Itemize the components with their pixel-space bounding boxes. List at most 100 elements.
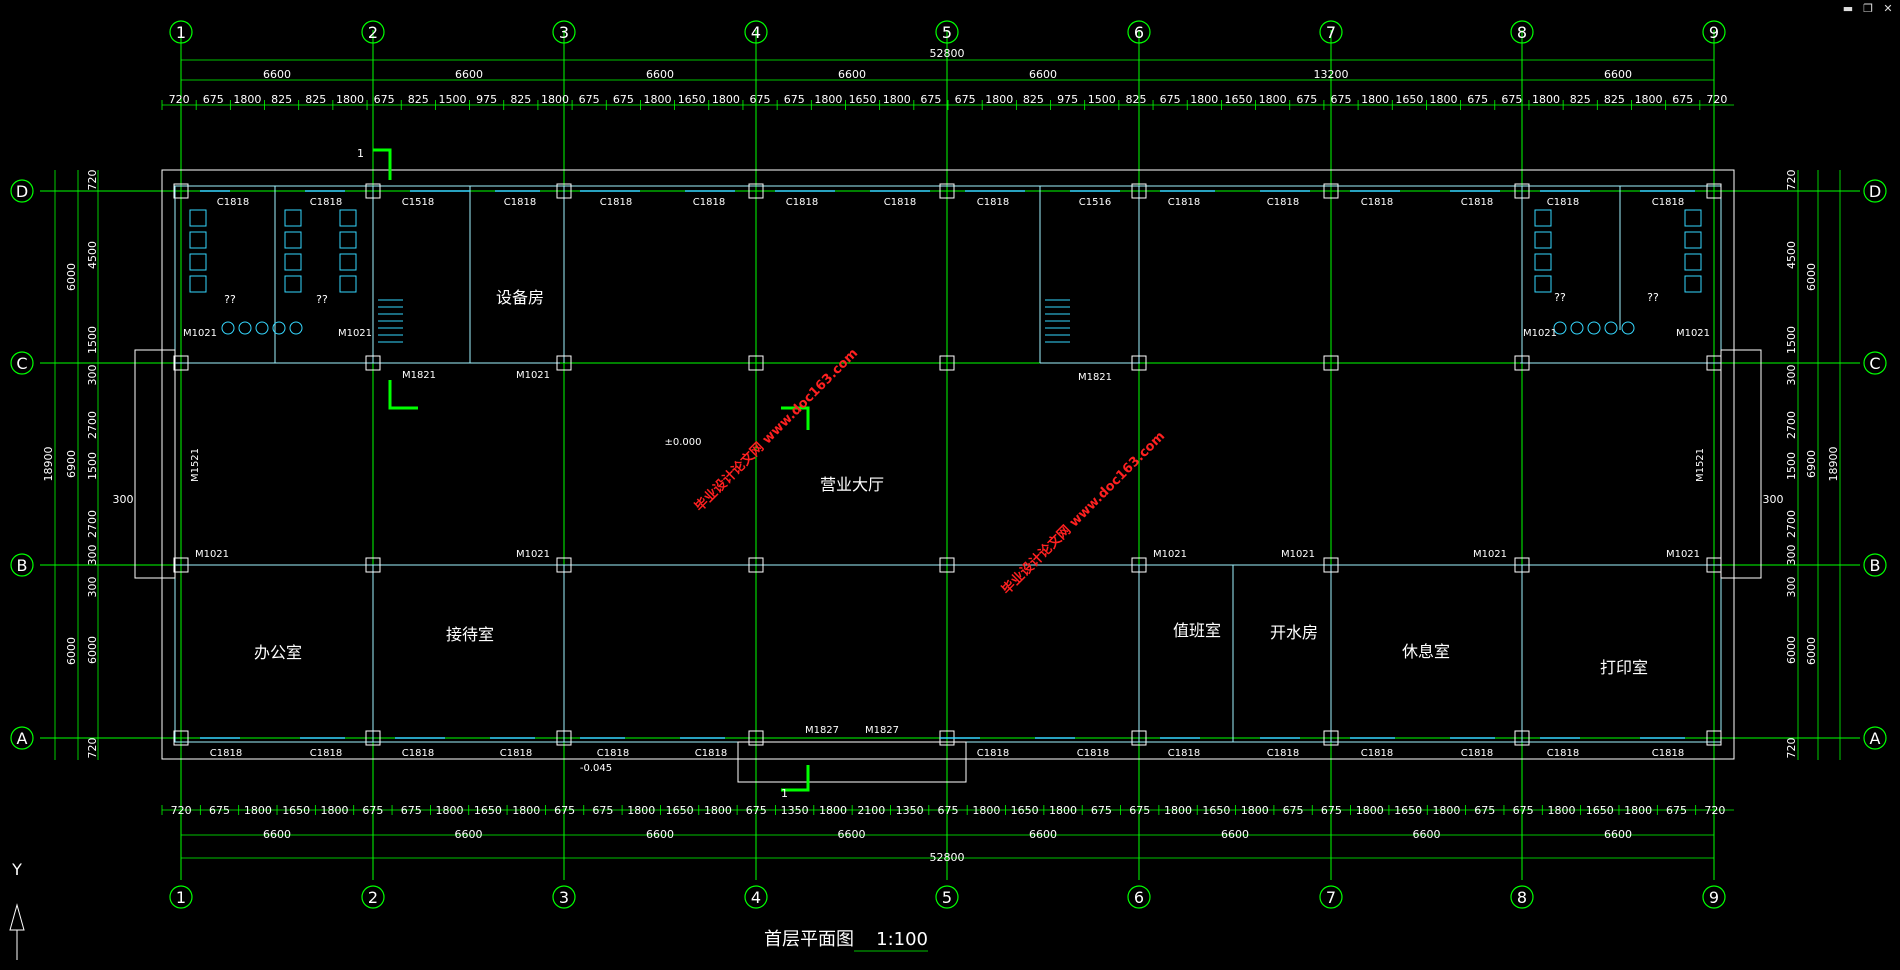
dim-bottom-detail: 1800	[436, 804, 464, 817]
dim-bottom-detail: 1350	[781, 804, 809, 817]
column	[1131, 355, 1147, 371]
room-duty: 值班室	[1173, 621, 1221, 640]
axis-label: 7	[1326, 888, 1336, 907]
axis-label: 8	[1517, 23, 1527, 42]
room-toilet: ??	[316, 293, 328, 306]
dim-bottom-detail: 675	[746, 804, 767, 817]
axis-bubble	[1702, 885, 1726, 909]
column	[1131, 557, 1147, 573]
axis-bubble	[1510, 885, 1534, 909]
dim-top-detail: 675	[1160, 93, 1181, 106]
axis-bubble	[552, 885, 576, 909]
window-label: C1818	[977, 748, 1009, 759]
door-label: M1521	[190, 448, 201, 482]
dim-top-detail: 825	[1570, 93, 1591, 106]
axis-label: 9	[1709, 888, 1719, 907]
axis-label: D	[16, 182, 28, 201]
sink	[1570, 321, 1584, 335]
dim-top-detail: 825	[1125, 93, 1146, 106]
outer-wall-outline	[161, 169, 1735, 760]
door-label: M1021	[338, 328, 372, 339]
dim-top-detail: 675	[1296, 93, 1317, 106]
dim-right-outer: 6900	[1805, 450, 1818, 478]
dim-top-detail: 1500	[1088, 93, 1116, 106]
window-label: C1818	[597, 748, 629, 759]
dim-bottom-detail: 1800	[1164, 804, 1192, 817]
dim-top-detail: 1500	[438, 93, 466, 106]
room-office: 办公室	[254, 643, 302, 662]
axis-bubble	[361, 885, 385, 909]
column	[1514, 730, 1530, 746]
axis-label: 1	[176, 888, 186, 907]
window-label: C1818	[977, 197, 1009, 208]
dim-bottom-detail: 675	[1513, 804, 1534, 817]
dim-bottom-detail: 1800	[627, 804, 655, 817]
door-label: M1021	[516, 549, 550, 560]
column	[939, 355, 955, 371]
door-label: M1821	[1078, 372, 1112, 383]
dim-bottom-bay: 6600	[1604, 828, 1632, 841]
door-label: M1021	[195, 549, 229, 560]
column	[1323, 355, 1339, 371]
door-label: M1521	[1695, 448, 1706, 482]
dim-top-detail: 720	[1706, 93, 1727, 106]
west-vestibule	[134, 349, 176, 579]
minimize-icon[interactable]: ▬	[1842, 1, 1854, 15]
dim-bottom-bay: 6600	[263, 828, 291, 841]
column	[556, 730, 572, 746]
axis-label: 5	[942, 888, 952, 907]
close-icon[interactable]: ✕	[1883, 1, 1893, 15]
toilet-stall	[339, 275, 357, 293]
window-label: C1818	[500, 748, 532, 759]
dim-right-outer: 6000	[1805, 637, 1818, 665]
toilet-stall	[1684, 253, 1702, 271]
dim-top-detail: 825	[1604, 93, 1625, 106]
axis-label: 2	[368, 23, 378, 42]
dim-top-detail: 1800	[1259, 93, 1287, 106]
dim-top-detail: 825	[1023, 93, 1044, 106]
window-label: C1818	[695, 748, 727, 759]
room-reception: 接待室	[446, 625, 494, 644]
dim-right-inner: 2700	[1785, 411, 1798, 439]
axis-bubble	[935, 20, 959, 44]
dim-top-detail: 1650	[1224, 93, 1252, 106]
column	[1323, 557, 1339, 573]
dim-top-detail: 675	[1467, 93, 1488, 106]
column	[1131, 183, 1147, 199]
dim-left-total: 18900	[42, 447, 55, 482]
dim-top-bay: 6600	[646, 68, 674, 81]
dim-top-detail: 1650	[1395, 93, 1423, 106]
dim-bottom-detail: 675	[592, 804, 613, 817]
axis-label: 6	[1134, 23, 1144, 42]
door-label: M1021	[1473, 549, 1507, 560]
room-equipment: 设备房	[496, 288, 544, 307]
window-label: C1818	[210, 748, 242, 759]
dim-top-total: 52800	[930, 47, 965, 60]
axis-bubble	[169, 885, 193, 909]
window-label: C1818	[1652, 197, 1684, 208]
section-mark	[781, 406, 810, 430]
dim-bottom-detail: 1800	[1624, 804, 1652, 817]
dim-bottom-detail: 1650	[474, 804, 502, 817]
window-label: C1818	[1547, 748, 1579, 759]
dim-bottom-detail: 1650	[1394, 804, 1422, 817]
door-label: M1021	[1281, 549, 1315, 560]
dim-bottom-detail: 675	[1129, 804, 1150, 817]
window-label: C1818	[504, 197, 536, 208]
dim-bottom-detail: 1800	[512, 804, 540, 817]
door-label: M1827	[865, 725, 899, 736]
drawing-scale: 1:100	[876, 929, 928, 950]
column	[748, 730, 764, 746]
dim-bottom-detail: 1800	[1547, 804, 1575, 817]
dim-bottom-detail: 675	[1474, 804, 1495, 817]
toilet-stall	[339, 209, 357, 227]
dim-top-detail: 1800	[712, 93, 740, 106]
room-print: 打印室	[1600, 658, 1648, 677]
drawing-title: 首层平面图	[764, 929, 854, 950]
window-label: C1818	[1361, 748, 1393, 759]
sink	[221, 321, 235, 335]
column	[1323, 730, 1339, 746]
restore-icon[interactable]: ❐	[1863, 1, 1873, 15]
